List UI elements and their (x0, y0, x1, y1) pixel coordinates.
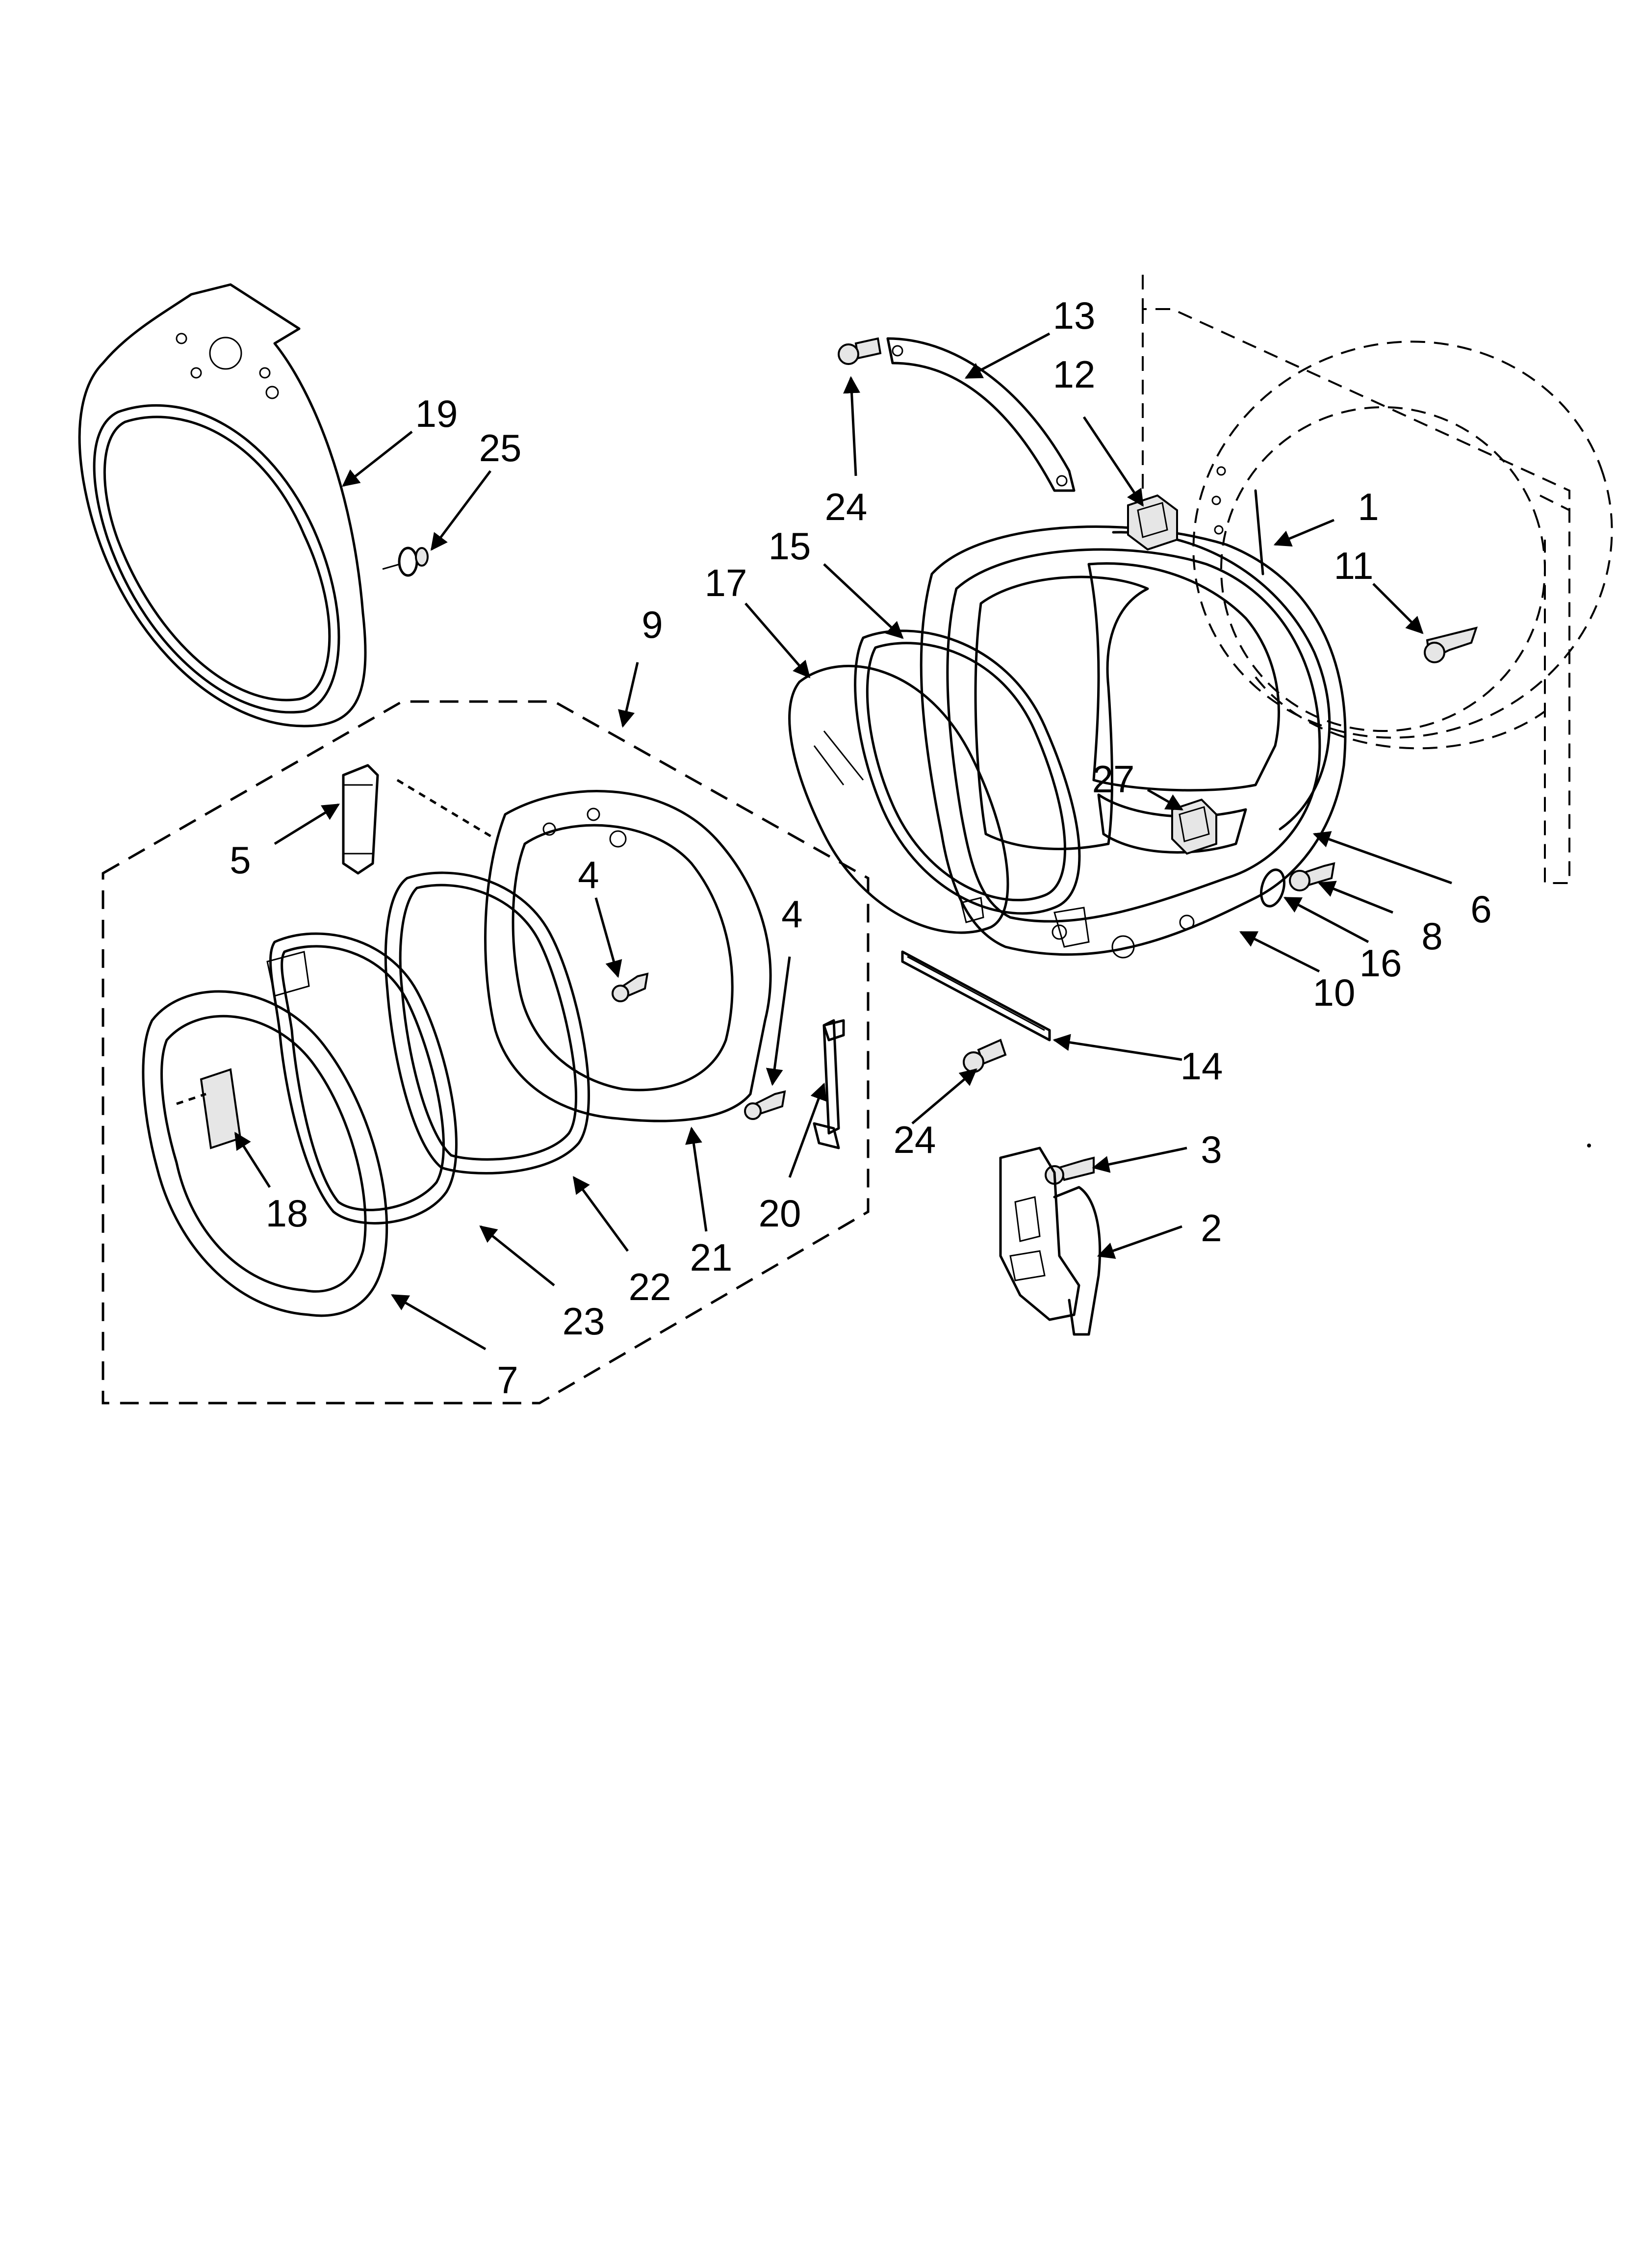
callout-5: 5 (230, 838, 251, 882)
part-7-outer-door (142, 990, 388, 1317)
part-8-screw (1289, 862, 1335, 891)
callout-4b: 4 (781, 892, 802, 936)
part-16-washer (1260, 868, 1285, 908)
callout-8: 8 (1421, 914, 1442, 958)
callout-18: 18 (266, 1192, 308, 1235)
callout-27: 27 (1092, 757, 1135, 801)
callout-1: 1 (1358, 485, 1379, 528)
stray-dot (1587, 1144, 1591, 1147)
callout-20: 20 (759, 1192, 801, 1235)
part-25-fastener (382, 547, 429, 577)
part-12-bracket (1127, 494, 1178, 551)
callout-2: 2 (1201, 1206, 1222, 1250)
callout-22: 22 (629, 1265, 671, 1308)
part-4-screw-a (612, 972, 649, 1002)
part-9-group-outline (102, 700, 870, 1405)
callout-labels: 1 2 3 4 4 5 6 7 8 9 10 11 12 13 14 15 16… (230, 294, 1491, 1402)
part-18-handle (200, 1068, 242, 1149)
callout-13: 13 (1053, 294, 1096, 337)
part-19-bulkhead (78, 283, 367, 728)
callout-17: 17 (705, 561, 747, 604)
part-11-screw (1424, 626, 1478, 663)
callout-24a: 24 (825, 485, 868, 528)
callout-12: 12 (1053, 353, 1096, 396)
part-13-strap (886, 337, 1076, 492)
callout-15: 15 (769, 524, 811, 568)
part-15-gasket-inner (866, 642, 1066, 902)
part-2-hinge (999, 1147, 1102, 1336)
callout-3: 3 (1201, 1128, 1222, 1171)
part-27-bracket (1171, 798, 1217, 855)
part-20-clip (813, 1019, 845, 1149)
part-14-strip (901, 950, 1051, 1042)
part-21-inner-door (484, 790, 772, 1122)
callout-25: 25 (479, 426, 522, 469)
callout-19: 19 (415, 392, 458, 435)
part-6-seal (1112, 531, 1331, 831)
callout-7: 7 (497, 1358, 518, 1402)
callout-10: 10 (1313, 971, 1356, 1014)
part-15-gasket (854, 629, 1081, 915)
part-4-screw-b (744, 1090, 786, 1120)
part-24-screw-upper (838, 337, 882, 365)
callout-14: 14 (1180, 1044, 1223, 1088)
part-24-screw-lower (963, 1039, 1007, 1073)
callout-23: 23 (563, 1300, 605, 1343)
callout-6: 6 (1470, 887, 1491, 931)
part-1-rod (1211, 466, 1264, 575)
cabinet-outline (1142, 275, 1613, 884)
callout-9: 9 (641, 603, 663, 646)
callout-24b: 24 (894, 1118, 936, 1161)
part-10-front-panel (920, 525, 1347, 959)
callout-16: 16 (1360, 941, 1402, 985)
callout-11: 11 (1334, 544, 1374, 587)
part-17-door-glass (788, 665, 1009, 934)
leader-lines (176, 332, 1452, 1351)
callout-4a: 4 (578, 853, 599, 896)
part-5-bracket (342, 764, 379, 875)
callout-21: 21 (690, 1236, 733, 1279)
